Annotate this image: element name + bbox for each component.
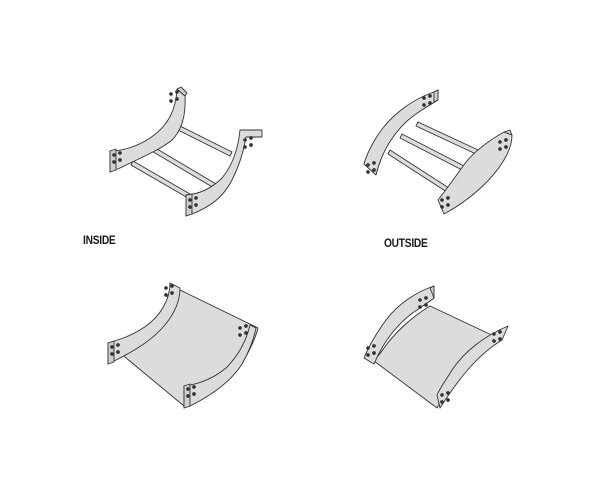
outside-ladder-bend-illustration (363, 89, 513, 215)
left-rail (363, 89, 439, 176)
rungs (130, 119, 233, 199)
inside-solid-bend-illustration (107, 282, 259, 409)
outside-solid-bend-illustration (363, 285, 509, 409)
outer-flange (436, 325, 509, 409)
inside-label: INSIDE (83, 233, 116, 247)
inside-ladder-bend-illustration (109, 86, 263, 217)
right-rail (437, 129, 513, 215)
right-rail (185, 129, 263, 217)
left-rail (109, 86, 188, 173)
inner-flange (107, 282, 181, 365)
outer-flange (183, 324, 257, 409)
outside-label: OUTSIDE (384, 236, 428, 250)
